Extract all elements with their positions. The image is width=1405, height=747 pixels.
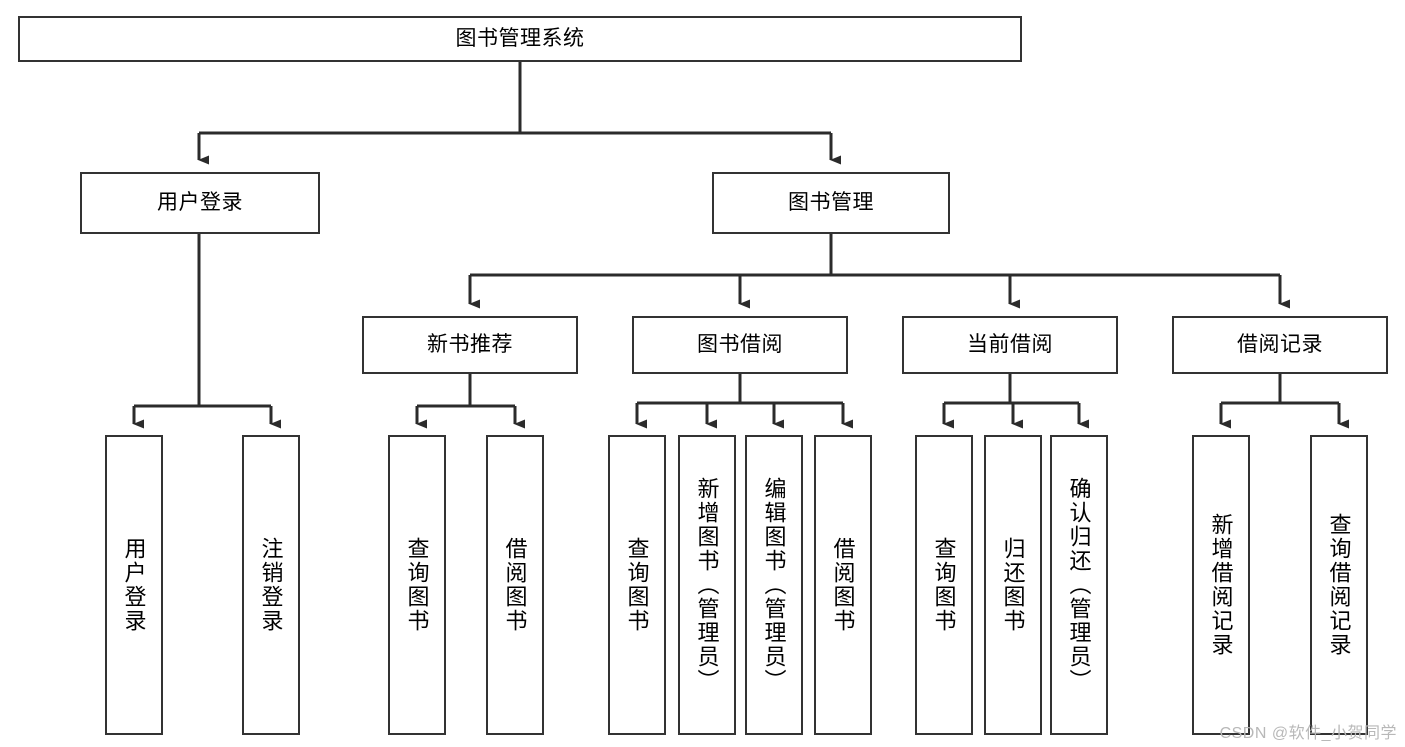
node-leaf-confirm-return-admin-label: 确认归还（管理员） [1066, 477, 1092, 693]
node-new-book-recommend[interactable]: 新书推荐 [362, 316, 578, 374]
node-leaf-query-book-borrow[interactable]: 查询图书 [608, 435, 666, 735]
node-leaf-query-borrow-record-label: 查询借阅记录 [1326, 513, 1352, 657]
node-leaf-add-borrow-record-label: 新增借阅记录 [1208, 513, 1234, 657]
node-leaf-query-book-current-label: 查询图书 [931, 537, 957, 633]
node-user-login[interactable]: 用户登录 [80, 172, 320, 234]
node-leaf-borrow-book-new-label: 借阅图书 [502, 537, 528, 633]
node-leaf-user-login[interactable]: 用户登录 [105, 435, 163, 735]
node-leaf-user-logout-label: 注销登录 [258, 537, 284, 633]
node-new-book-recommend-label: 新书推荐 [427, 332, 513, 356]
node-leaf-confirm-return-admin[interactable]: 确认归还（管理员） [1050, 435, 1108, 735]
node-book-borrow-label: 图书借阅 [697, 332, 783, 356]
node-borrow-record[interactable]: 借阅记录 [1172, 316, 1388, 374]
node-leaf-borrow-book-borrow-label: 借阅图书 [830, 537, 856, 633]
node-root-label: 图书管理系统 [455, 26, 585, 50]
node-leaf-edit-book-admin[interactable]: 编辑图书（管理员） [745, 435, 803, 735]
node-book-management[interactable]: 图书管理 [712, 172, 950, 234]
node-leaf-query-book-current[interactable]: 查询图书 [915, 435, 973, 735]
node-current-borrow[interactable]: 当前借阅 [902, 316, 1118, 374]
node-leaf-add-borrow-record[interactable]: 新增借阅记录 [1192, 435, 1250, 735]
node-book-borrow[interactable]: 图书借阅 [632, 316, 848, 374]
node-leaf-query-book-new[interactable]: 查询图书 [388, 435, 446, 735]
node-leaf-borrow-book-borrow[interactable]: 借阅图书 [814, 435, 872, 735]
node-leaf-add-book-admin[interactable]: 新增图书（管理员） [678, 435, 736, 735]
node-leaf-query-book-new-label: 查询图书 [404, 537, 430, 633]
node-leaf-return-book[interactable]: 归还图书 [984, 435, 1042, 735]
node-user-login-label: 用户登录 [157, 190, 243, 214]
node-current-borrow-label: 当前借阅 [967, 332, 1053, 356]
node-root[interactable]: 图书管理系统 [18, 16, 1022, 62]
node-leaf-borrow-book-new[interactable]: 借阅图书 [486, 435, 544, 735]
node-leaf-user-logout[interactable]: 注销登录 [242, 435, 300, 735]
node-leaf-query-book-borrow-label: 查询图书 [624, 537, 650, 633]
node-leaf-user-login-label: 用户登录 [121, 537, 147, 633]
watermark-text: CSDN @软件_小贺同学 [1219, 725, 1397, 742]
node-book-management-label: 图书管理 [788, 190, 874, 214]
node-leaf-query-borrow-record[interactable]: 查询借阅记录 [1310, 435, 1368, 735]
node-leaf-add-book-admin-label: 新增图书（管理员） [694, 477, 720, 693]
node-leaf-return-book-label: 归还图书 [1000, 537, 1026, 633]
node-leaf-edit-book-admin-label: 编辑图书（管理员） [761, 477, 787, 693]
node-borrow-record-label: 借阅记录 [1237, 332, 1323, 356]
